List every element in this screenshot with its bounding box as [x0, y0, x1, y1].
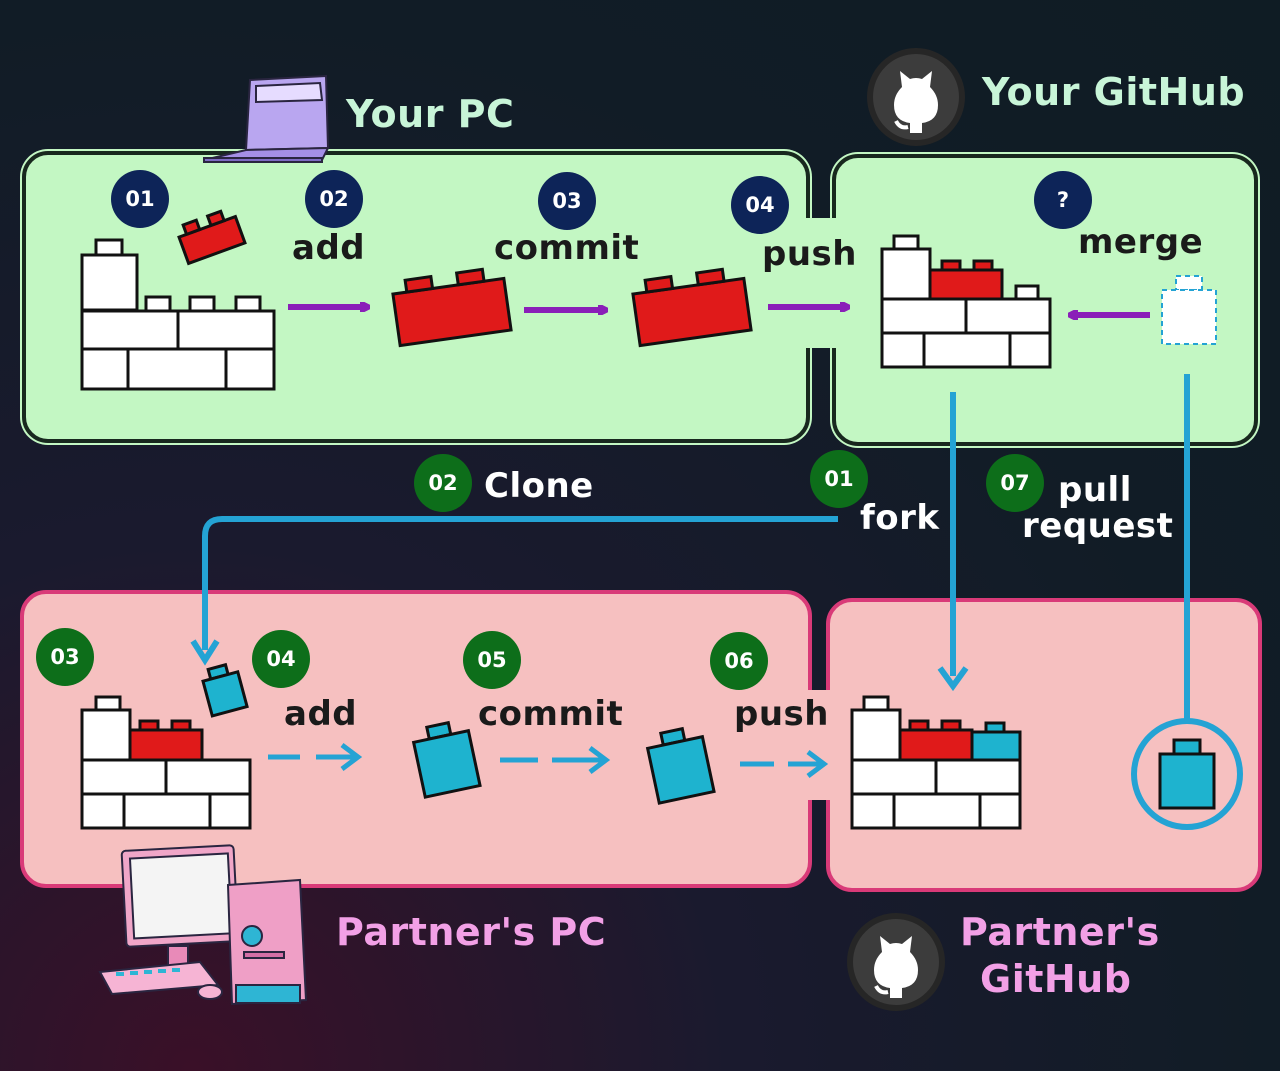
step-label-add: add	[284, 694, 358, 734]
red-brick-small	[177, 209, 247, 266]
pull-request-badge: 07	[986, 454, 1044, 512]
merge-badge: ?	[1034, 171, 1092, 229]
step-badge: 02	[305, 170, 363, 228]
partner-push-arrow	[740, 750, 829, 778]
partner-wall-bricks	[80, 695, 252, 830]
laptop-icon	[203, 74, 330, 163]
step-badge: 03	[36, 628, 94, 686]
step-badge: 06	[710, 632, 768, 690]
pull-request-label-line1: pull	[1058, 470, 1132, 510]
red-brick-committed	[631, 267, 753, 348]
step-label-add: add	[292, 228, 366, 268]
panel-connector-top	[800, 218, 840, 348]
fork-label: fork	[860, 498, 940, 538]
step-badge: 03	[538, 172, 596, 230]
clone-badge: 02	[414, 454, 472, 512]
clone-arrowhead	[190, 639, 220, 666]
partners-pc-title: Partner's PC	[336, 910, 607, 954]
your-pc-title: Your PC	[346, 92, 515, 136]
partner-commit-arrow	[500, 746, 611, 774]
pull-request-circle	[1131, 718, 1243, 830]
merge-label: merge	[1078, 222, 1204, 262]
step-badge: 04	[252, 630, 310, 688]
cyan-brick-in-circle	[1158, 738, 1216, 810]
red-brick-staged	[391, 267, 513, 348]
partner-add-arrow	[268, 743, 363, 771]
your-github-title: Your GitHub	[982, 70, 1246, 114]
partners-github-title-line1: Partner's	[960, 910, 1160, 954]
github-icon-bottom	[847, 913, 945, 1011]
clone-label: Clone	[484, 466, 594, 506]
step-badge: 05	[463, 631, 521, 689]
cyan-brick-small	[201, 662, 249, 718]
fork-arrowhead	[937, 666, 969, 692]
desktop-pc-icon	[98, 844, 308, 1006]
step-label-commit: commit	[494, 228, 640, 268]
pull-request-label-line2: request	[1022, 506, 1174, 546]
pending-brick-placeholder	[1161, 275, 1217, 345]
clone-line	[202, 516, 838, 650]
partners-github-title-line2: GitHub	[980, 957, 1132, 1001]
step-label-push: push	[762, 234, 857, 274]
partner-github-wall-bricks	[850, 695, 1022, 830]
step-label-commit: commit	[478, 694, 624, 734]
github-wall-bricks	[880, 234, 1052, 369]
github-icon-top	[867, 48, 965, 146]
panel-connector-bottom	[802, 690, 832, 800]
cyan-brick-staged	[411, 720, 482, 799]
step-badge: 01	[111, 170, 169, 228]
step-badge: 04	[731, 176, 789, 234]
white-wall-bricks	[80, 238, 276, 391]
cyan-brick-committed	[645, 726, 716, 805]
step-label-push: push	[734, 694, 829, 734]
fork-badge: 01	[810, 450, 868, 508]
